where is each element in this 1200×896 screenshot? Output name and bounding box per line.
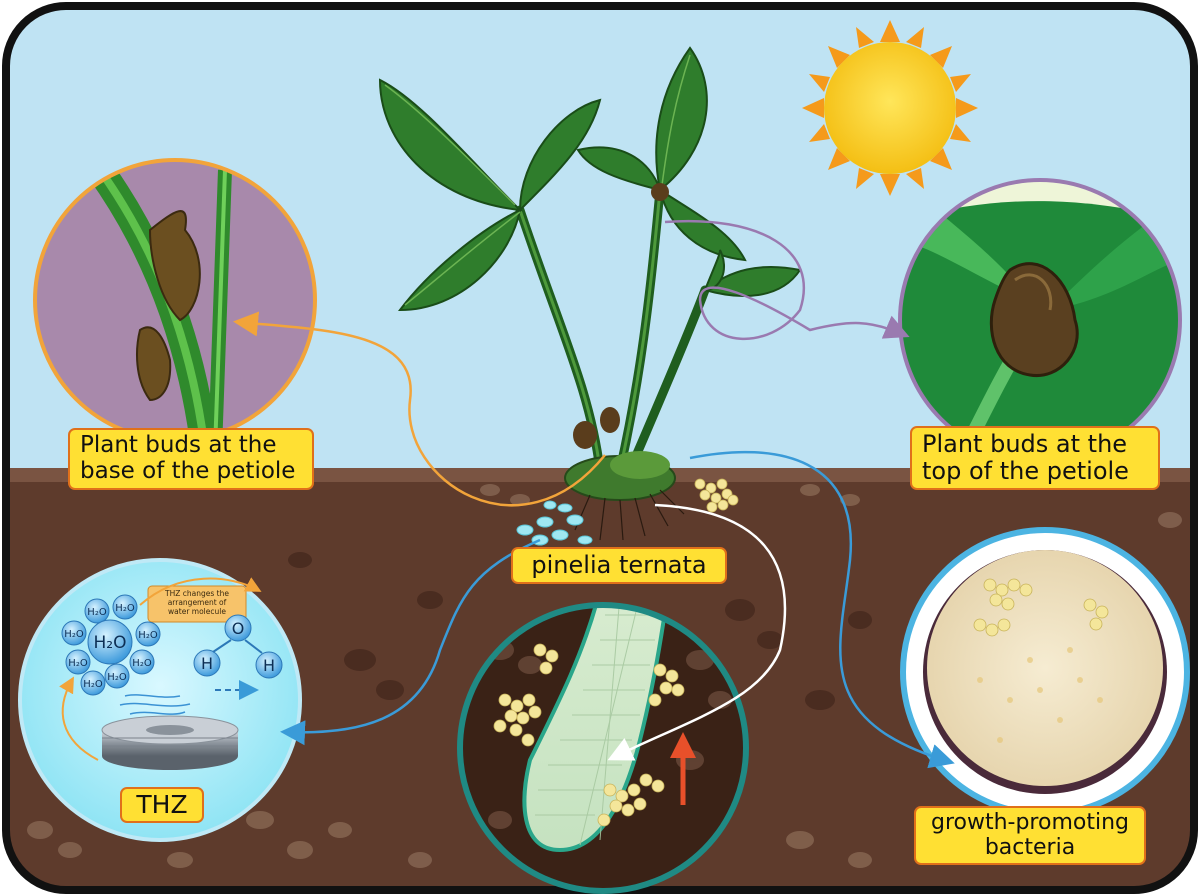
thz-note-line: water molecule [168, 607, 226, 616]
thz-magnifier [18, 558, 302, 842]
arrow-to-bud-top [664, 219, 910, 341]
petri-dish-icon [900, 527, 1190, 817]
label-buds-base: Plant buds at the base of the petiole [68, 428, 314, 490]
water-molecule-label: H₂O [107, 672, 127, 683]
arrow-to-bacteria [689, 450, 955, 769]
oxygen-atom-label: O [232, 619, 245, 638]
arrow-to-thz [280, 538, 541, 746]
arrow-to-bud-base [233, 311, 606, 507]
water-molecule-cluster [61, 594, 283, 696]
water-molecule-label: H₂O [87, 607, 107, 618]
hydrogen-atom-label: H [263, 656, 275, 675]
thz-note-box [147, 585, 247, 623]
water-molecule-label: H₂O [138, 630, 158, 641]
bud-top-magnifier [898, 178, 1182, 462]
connector-arrows [233, 219, 955, 769]
water-molecule-label: H₂O [64, 629, 84, 640]
bacteria-cluster-root [493, 643, 685, 827]
label-pinelia: pinelia ternata [511, 547, 727, 584]
water-molecule-label: H₂O [68, 658, 88, 669]
water-droplets [516, 500, 593, 546]
arrow-to-root [607, 503, 787, 761]
bacteria-cluster-soil [694, 478, 739, 513]
root-cross-section [457, 602, 749, 894]
label-bacteria: growth-promoting bacteria [914, 806, 1146, 866]
label-buds-top: Plant buds at the top of the petiole [910, 426, 1160, 490]
soil-grains [27, 484, 1182, 868]
thz-note-line: arrangement of [168, 598, 227, 607]
thz-note-line: THZ changes the [164, 589, 229, 598]
plant-illustration [378, 46, 802, 541]
water-molecule-label: H₂O [115, 603, 135, 614]
thz-waves [119, 694, 191, 715]
water-molecule-label: H₂O [132, 658, 152, 669]
hydrogen-atom-label: H [201, 654, 213, 673]
thz-disc-icon [101, 715, 239, 770]
water-molecule-label: H₂O [83, 679, 103, 690]
bud-base-magnifier [33, 158, 317, 442]
label-thz: THZ [120, 787, 204, 823]
water-molecule-big-label: H₂O [94, 633, 127, 653]
sun-icon [802, 20, 978, 196]
